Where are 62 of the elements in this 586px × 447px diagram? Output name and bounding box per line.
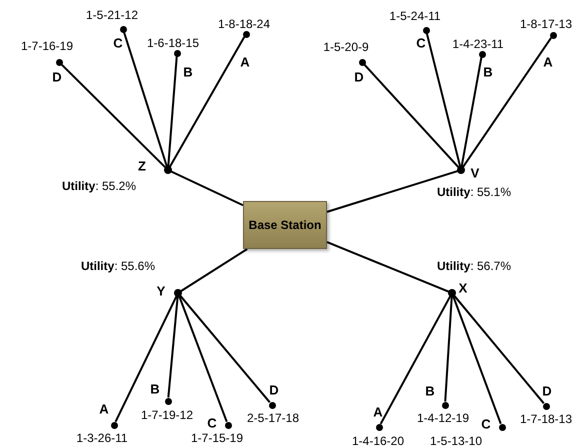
id-label: 1-7-15-19 (190, 432, 244, 444)
node-letter: Y (156, 284, 166, 298)
node-letter: D (52, 70, 62, 84)
id-label: 1-4-12-19 (416, 412, 470, 424)
connector-line (444, 296, 453, 402)
connector-line (180, 248, 248, 292)
node-letter: X (458, 282, 468, 294)
connector-line (380, 296, 452, 424)
utility-label: Utility: 55.2% (62, 180, 136, 192)
base-station-box (243, 201, 327, 249)
connector-line (326, 170, 458, 213)
node-label: Base Station (248, 218, 322, 232)
node-letter: A (373, 406, 383, 418)
node-letter: D (269, 384, 279, 396)
id-label: 1-4-16-20 (352, 435, 404, 447)
utility-label: Utility: 56.7% (436, 260, 512, 272)
id-label: 1-3-26-11 (76, 432, 128, 444)
id-label: 1-8-17-13 (520, 18, 572, 30)
node-letter: C (416, 36, 426, 50)
node-letter: A (543, 56, 553, 68)
node-letter: A (99, 402, 109, 416)
node-letter: V (470, 166, 480, 180)
connector-line (326, 241, 450, 293)
connector-line (179, 295, 271, 403)
connector-line (453, 295, 545, 404)
connector-line (452, 296, 502, 424)
id-label: 1-5-21-12 (86, 9, 138, 21)
id-label: 1-5-24-11 (389, 10, 441, 22)
id-label: 1-7-19-12 (140, 409, 194, 421)
node-letter: B (425, 384, 435, 398)
connector-line (178, 296, 228, 422)
id-label: 1-7-18-13 (520, 413, 572, 425)
node-letter: C (113, 36, 123, 50)
connector-line (460, 57, 482, 167)
connector-line (123, 32, 168, 167)
node-letter: C (207, 416, 217, 430)
id-label: 1-8-18-24 (218, 18, 270, 30)
node-letter: C (481, 418, 491, 430)
connector-line (426, 33, 462, 167)
id-label: 1-7-16-19 (20, 40, 74, 52)
id-label: 1-5-20-9 (323, 41, 369, 53)
utility-label: Utility: 55.6% (80, 260, 156, 272)
id-label: 1-4-23-11 (452, 38, 504, 50)
node-letter: A (240, 56, 250, 68)
node-letter: D (354, 70, 364, 84)
id-label: 1-5-13-10 (430, 435, 482, 447)
connector-line (167, 56, 178, 167)
connector-line (60, 64, 166, 168)
utility-label: Utility: 55.1% (436, 186, 512, 198)
connector-line (170, 170, 244, 206)
node-letter: Z (138, 160, 146, 172)
id-label: 1-6-18-15 (146, 37, 200, 49)
node-letter: D (542, 384, 552, 398)
id-label: 2-5-17-18 (246, 412, 300, 424)
connector-line (167, 296, 179, 398)
connector-line (168, 36, 246, 168)
node-letter: B (150, 382, 160, 396)
connector-line (114, 296, 178, 422)
connector-line (364, 64, 460, 168)
node-letter: B (183, 66, 193, 78)
connector-line (462, 37, 552, 168)
node-letter: B (483, 66, 493, 78)
